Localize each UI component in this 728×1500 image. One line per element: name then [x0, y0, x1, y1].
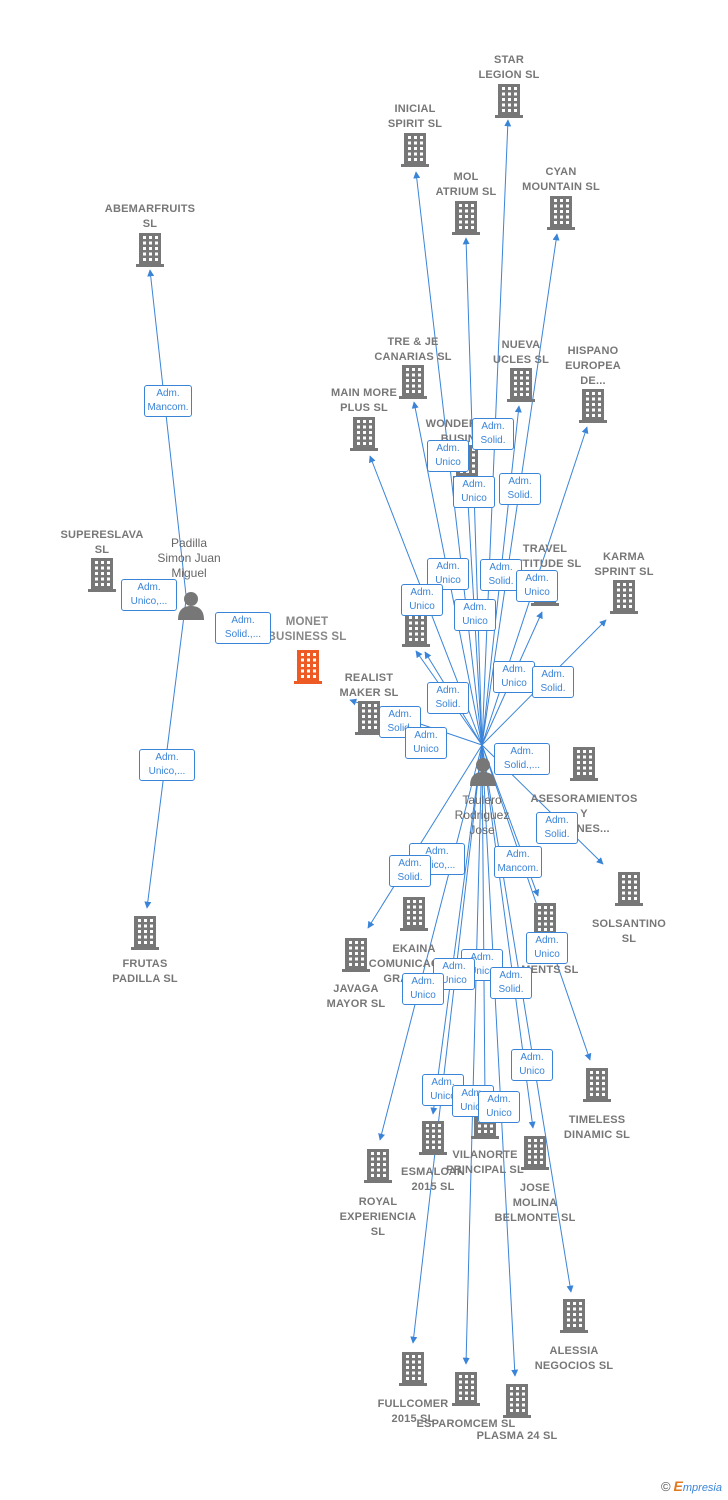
company-name-nueva[interactable]: NUEVA UCLES SL	[493, 339, 549, 366]
building-icon[interactable]	[350, 417, 378, 451]
relation-label[interactable]: Adm. Unico	[511, 1049, 553, 1081]
relation-label[interactable]: Adm. Solid.	[480, 559, 522, 591]
relation-label[interactable]: Adm. Solid.	[472, 418, 514, 450]
company-name-alessia[interactable]: ALESSIA NEGOCIOS SL	[534, 1345, 614, 1372]
building-icon[interactable]	[521, 1136, 549, 1170]
relation-label[interactable]: Adm. Mancom.	[144, 385, 192, 417]
company-name-karma[interactable]: KARMA SPRINT SL	[594, 551, 654, 578]
building-icon[interactable]	[452, 201, 480, 235]
main-building-icon[interactable]	[294, 650, 322, 684]
company-name-frutas[interactable]: FRUTAS PADILLA SL	[112, 958, 178, 985]
building-icon[interactable]	[136, 233, 164, 267]
brand-initial: E	[673, 1478, 683, 1494]
building-icon[interactable]	[399, 1352, 427, 1386]
relation-edge	[430, 744, 483, 1115]
person-icon[interactable]	[468, 756, 498, 786]
company-name-timeless[interactable]: TIMELESS DINAMIC SL	[563, 1114, 631, 1141]
relation-edge	[462, 744, 483, 1365]
building-icon[interactable]	[547, 196, 575, 230]
building-icon[interactable]	[400, 897, 428, 931]
relation-label[interactable]: Adm. Unico	[427, 440, 469, 472]
company-name-supereslava[interactable]: SUPERESLAVA SL	[60, 529, 144, 556]
copyright-symbol: ©	[660, 1479, 671, 1494]
company-name-esmalcan[interactable]: ESMALCAN 2015 SL	[401, 1166, 465, 1193]
building-icon[interactable]	[399, 365, 427, 399]
brand-name[interactable]: mpresia	[682, 1482, 722, 1494]
relation-label[interactable]: Adm. Unico	[453, 476, 495, 508]
person-name-padilla[interactable]: Padilla Simon Juan Miguel	[157, 536, 221, 580]
relation-edge	[481, 744, 489, 1101]
company-name-travel[interactable]: TRAVEL ATTITUDE SL	[508, 543, 582, 570]
relation-edge	[481, 744, 519, 1377]
company-name-fullcomer[interactable]: FULLCOMER 2015 SL	[377, 1398, 449, 1425]
building-icon[interactable]	[495, 84, 523, 118]
company-name-esparomcem[interactable]: ESPAROMCEM SL	[416, 1418, 516, 1430]
company-name-plasma[interactable]: PLASMA 24 SL	[476, 1430, 558, 1442]
building-icon[interactable]	[419, 1121, 447, 1155]
company-name-mainmore[interactable]: MAIN MORE PLUS SL	[331, 387, 397, 414]
relation-edge	[367, 744, 483, 929]
company-name-solsantino[interactable]: SOLSANTINO SL	[591, 918, 667, 945]
building-icon[interactable]	[452, 1372, 480, 1406]
relation-edge	[481, 744, 592, 1061]
company-name-abemar[interactable]: ABEMARFRUITS SL	[104, 203, 196, 230]
building-icon[interactable]	[579, 389, 607, 423]
relation-edge	[481, 744, 574, 1293]
relation-edge	[147, 269, 187, 596]
building-icon[interactable]	[615, 872, 643, 906]
company-name-hispano[interactable]: HISPANO EUROPEA DE...	[565, 345, 621, 387]
company-name-jose[interactable]: JOSE MOLINA BELMONTE SL	[494, 1182, 576, 1224]
company-name-trejje[interactable]: TRE & JE CANARIAS SL	[374, 336, 452, 363]
company-name-star[interactable]: STAR LEGION SL	[478, 54, 540, 81]
relation-label[interactable]: Adm. Unico	[402, 973, 444, 1005]
building-icon[interactable]	[560, 1299, 588, 1333]
relation-label[interactable]: Adm. Unico	[478, 1091, 520, 1123]
person-icon[interactable]	[176, 590, 206, 620]
relation-label[interactable]: Adm. Solid.	[499, 473, 541, 505]
person-name-taulero[interactable]: Taulero Rodriguez Jose	[454, 793, 510, 837]
relation-label[interactable]: Adm. Unico,...	[139, 749, 195, 781]
relation-label[interactable]: Adm. Unico	[401, 584, 443, 616]
copyright-footer: ©Empresia	[661, 1478, 722, 1494]
relation-label[interactable]: Adm. Unico	[516, 570, 558, 602]
building-icon[interactable]	[507, 368, 535, 402]
relation-edge	[378, 744, 483, 1141]
relation-label[interactable]: Adm. Unico	[454, 599, 496, 631]
relation-label[interactable]: Adm. Solid.	[389, 855, 431, 887]
building-icon[interactable]	[401, 133, 429, 167]
relation-label[interactable]: Adm. Unico	[526, 932, 568, 964]
relation-label[interactable]: Adm. Solid.	[536, 812, 578, 844]
relation-label[interactable]: Adm. Unico	[405, 727, 447, 759]
relation-label[interactable]: Adm. Solid.	[427, 682, 469, 714]
company-name-mol[interactable]: MOL ATRIUM SL	[435, 171, 497, 198]
relation-label[interactable]: Adm. Unico	[427, 558, 469, 590]
building-icon[interactable]	[88, 558, 116, 592]
relation-label[interactable]: Adm. Unico,...	[121, 579, 177, 611]
company-name-monet[interactable]: MONET BUSINESS SL	[267, 616, 347, 643]
building-icon[interactable]	[570, 747, 598, 781]
relation-label[interactable]: Adm. Solid.,...	[215, 612, 271, 644]
relation-label[interactable]: Adm. Solid.,...	[494, 743, 550, 775]
company-name-inicial[interactable]: INICIAL SPIRIT SL	[387, 103, 443, 130]
building-icon[interactable]	[610, 580, 638, 614]
relation-label[interactable]: Adm. Mancom.	[494, 846, 542, 878]
relation-label[interactable]: Adm. Solid.	[490, 967, 532, 999]
company-name-javaga[interactable]: JAVAGA MAYOR SL	[326, 983, 386, 1010]
building-icon[interactable]	[503, 1384, 531, 1418]
building-icon[interactable]	[402, 613, 430, 647]
building-icon[interactable]	[355, 701, 383, 735]
relation-label[interactable]: Adm. Unico	[493, 661, 535, 693]
company-name-vilanorte[interactable]: VILANORTE PRINCIPAL SL	[446, 1149, 524, 1176]
company-name-royal[interactable]: ROYAL EXPERIENCIA SL	[339, 1196, 417, 1238]
building-icon[interactable]	[131, 916, 159, 950]
relation-label[interactable]: Adm. Solid.	[532, 666, 574, 698]
company-name-realist[interactable]: REALIST MAKER SL	[339, 672, 399, 699]
company-name-cyan[interactable]: CYAN MOUNTAIN SL	[522, 166, 600, 193]
relation-edge	[410, 744, 483, 1344]
building-icon[interactable]	[342, 938, 370, 972]
building-icon[interactable]	[583, 1068, 611, 1102]
building-icon[interactable]	[364, 1149, 392, 1183]
